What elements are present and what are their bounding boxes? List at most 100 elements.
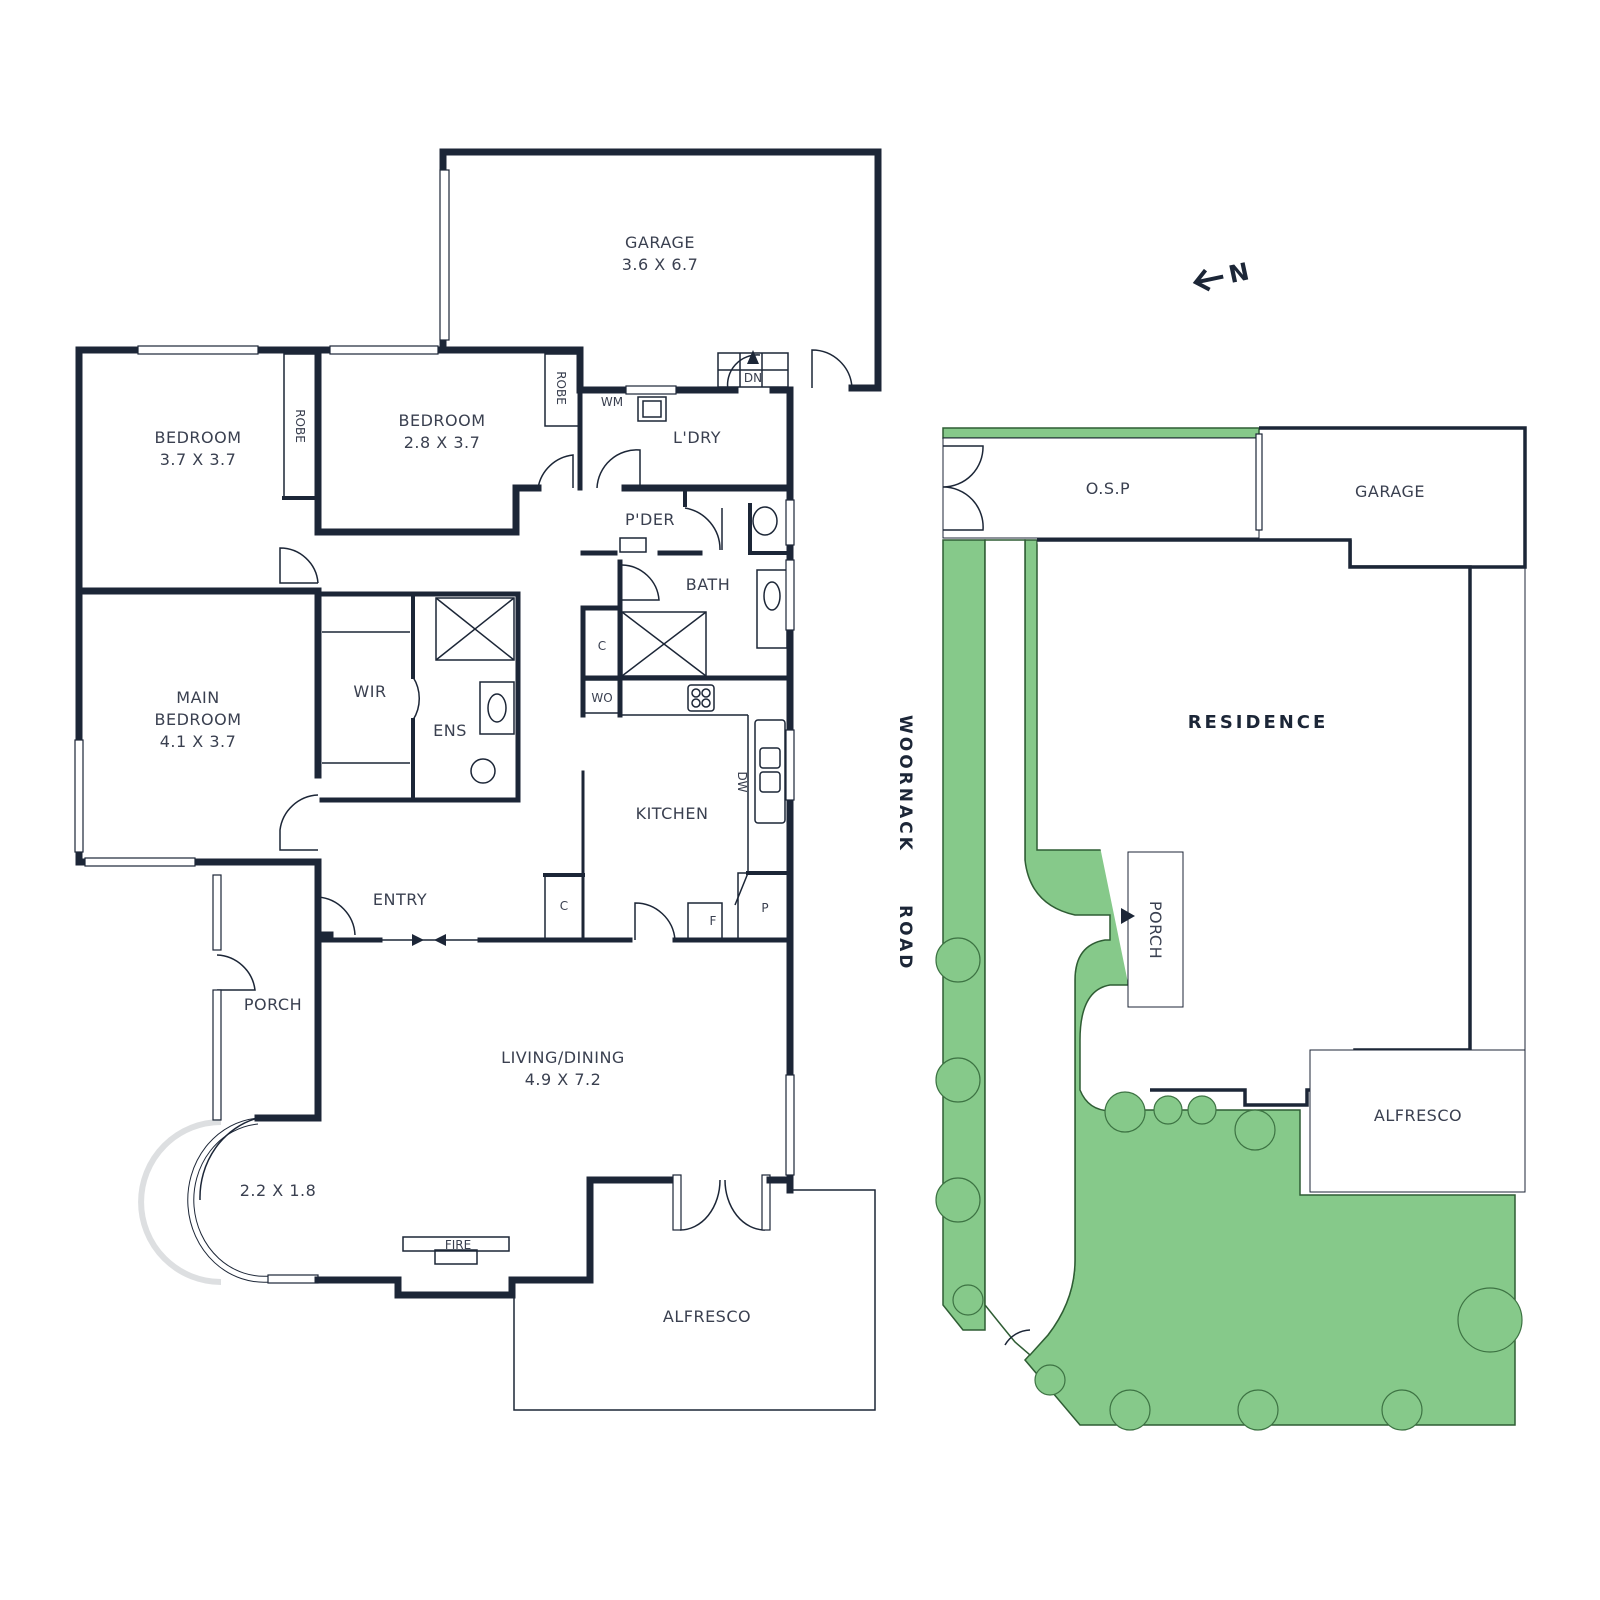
porch-door-swing[interactable] bbox=[216, 954, 256, 991]
tree-icon bbox=[1381, 1389, 1423, 1431]
site-alfresco-label: ALFRESCO bbox=[1374, 1106, 1462, 1125]
porch-label: PORCH bbox=[244, 995, 302, 1014]
tree-icon bbox=[935, 1057, 981, 1103]
boundary-hedge bbox=[942, 427, 1260, 439]
garage-label: GARAGE bbox=[625, 233, 695, 252]
fire-label: FIRE bbox=[445, 1238, 471, 1252]
kitchen-door-swing[interactable] bbox=[634, 902, 676, 941]
alfresco-door-swing-right[interactable] bbox=[724, 1179, 766, 1231]
osp-area bbox=[942, 437, 1260, 539]
ensuite-label: ENS bbox=[433, 721, 467, 740]
main-bedroom-walls bbox=[74, 587, 521, 894]
site-garage-label: GARAGE bbox=[1355, 482, 1425, 501]
entry-label: ENTRY bbox=[373, 890, 427, 909]
tree-icon bbox=[1104, 1091, 1146, 1133]
sliding-door-arrow-icon bbox=[434, 934, 446, 946]
ensuite-door-swing[interactable] bbox=[412, 676, 420, 721]
wm-label: WM bbox=[601, 395, 623, 409]
wir-label: WIR bbox=[353, 682, 386, 701]
garage-size: 3.6 X 6.7 bbox=[622, 255, 699, 274]
toilet-icon bbox=[752, 506, 778, 536]
garage-walls bbox=[439, 148, 882, 392]
residence-label: RESIDENCE bbox=[1188, 712, 1329, 733]
tree-icon bbox=[952, 1284, 984, 1316]
bedroom2-label: BEDROOM bbox=[398, 411, 485, 430]
site-alfresco bbox=[1309, 1049, 1526, 1193]
powder-door-swing[interactable] bbox=[684, 507, 721, 551]
garage-door-swing[interactable] bbox=[811, 349, 853, 389]
bedroom1-door-swing[interactable] bbox=[279, 547, 319, 584]
living-dining-label: LIVING/DINING bbox=[501, 1048, 625, 1067]
pantry-label: P bbox=[761, 901, 768, 915]
stairs-dn-label: DN bbox=[744, 371, 762, 385]
sliding-door-arrow-icon bbox=[412, 934, 424, 946]
bath-walls bbox=[580, 488, 793, 718]
bath-label: BATH bbox=[686, 575, 730, 594]
tree-icon bbox=[1237, 1389, 1279, 1431]
tree-icon bbox=[1234, 1109, 1276, 1151]
powder-label: P'DER bbox=[625, 510, 675, 529]
stairs-arrow-icon bbox=[747, 350, 759, 364]
tree-icon bbox=[1109, 1389, 1151, 1431]
site-porch bbox=[1127, 851, 1184, 1008]
driveway bbox=[984, 539, 1111, 1357]
floor-plan-labels: GARAGE 3.6 X 6.7 BEDROOM 3.7 X 3.7 BEDRO… bbox=[154, 233, 768, 1326]
laundry-label: L'DRY bbox=[673, 428, 721, 447]
main-bedroom-size: 4.1 X 3.7 bbox=[160, 732, 237, 751]
gate-swing[interactable] bbox=[1004, 1329, 1031, 1346]
main-bedroom-door-swing[interactable] bbox=[279, 794, 319, 851]
bedroom2-door-swing[interactable] bbox=[537, 454, 574, 489]
main-bedroom-label-2: BEDROOM bbox=[154, 710, 241, 729]
street-name-2: ROAD bbox=[895, 905, 915, 971]
tree-icon bbox=[1034, 1364, 1066, 1396]
bedroom-block-walls bbox=[75, 345, 584, 866]
robe2-label: ROBE bbox=[554, 371, 568, 405]
ensuite-basin-icon bbox=[479, 681, 515, 735]
entry-door-swing[interactable] bbox=[317, 896, 356, 936]
residence-outline bbox=[1037, 538, 1472, 1107]
north-compass: N bbox=[1192, 257, 1252, 292]
osp-label: O.S.P bbox=[1086, 479, 1130, 498]
wall-oven-label: WO bbox=[591, 691, 612, 705]
cupboard1-label: C bbox=[598, 639, 606, 653]
robe1-label: ROBE bbox=[293, 409, 307, 443]
street-name-1: WOORNACK bbox=[895, 715, 915, 853]
bath-door-swing[interactable] bbox=[621, 564, 660, 601]
bedroom1-label: BEDROOM bbox=[154, 428, 241, 447]
bedroom1-window bbox=[137, 345, 259, 355]
street-label: WOORNACK ROAD bbox=[895, 715, 915, 971]
front-lawn-strip bbox=[942, 539, 986, 1331]
site-porch-label: PORCH bbox=[1146, 901, 1165, 959]
dishwasher-label: DW bbox=[735, 771, 749, 792]
tree-icon bbox=[935, 1177, 981, 1223]
washing-machine-icon bbox=[637, 396, 667, 422]
bedroom2-window bbox=[329, 345, 439, 355]
trees bbox=[935, 937, 1523, 1431]
cooktop-icon bbox=[687, 684, 715, 712]
ensuite-shower-icon bbox=[435, 597, 515, 661]
site-plan: O.S.P GARAGE RESIDENCE PORCH ALFRESCO bbox=[935, 426, 1527, 1431]
fireplace-hearth bbox=[402, 1236, 510, 1252]
ensuite-toilet-icon bbox=[470, 758, 496, 784]
north-label: N bbox=[1226, 257, 1251, 289]
floor-plan: GARAGE 3.6 X 6.7 BEDROOM 3.7 X 3.7 BEDRO… bbox=[74, 148, 882, 1411]
main-bedroom-label-1: MAIN bbox=[176, 688, 219, 707]
cupboard2-label: C bbox=[560, 899, 568, 913]
kitchen-label: KITCHEN bbox=[636, 804, 709, 823]
tree-icon bbox=[1153, 1095, 1183, 1125]
powder-basin-icon bbox=[619, 537, 647, 553]
laundry-door-swing[interactable] bbox=[596, 449, 641, 489]
tree-icon bbox=[1187, 1095, 1217, 1125]
bay-size: 2.2 X 1.8 bbox=[240, 1181, 317, 1200]
alfresco-door-swing-left[interactable] bbox=[679, 1179, 721, 1231]
sink-icon bbox=[754, 719, 786, 824]
fridge-label: F bbox=[710, 914, 717, 928]
bedroom2-size: 2.8 X 3.7 bbox=[404, 433, 481, 452]
garage-window bbox=[439, 169, 450, 341]
entry-arrow-icon bbox=[1121, 908, 1135, 924]
living-dining-size: 4.9 X 7.2 bbox=[525, 1070, 602, 1089]
tree-icon bbox=[935, 937, 981, 983]
bedroom1-size: 3.7 X 3.7 bbox=[160, 450, 237, 469]
alfresco-label: ALFRESCO bbox=[663, 1307, 751, 1326]
